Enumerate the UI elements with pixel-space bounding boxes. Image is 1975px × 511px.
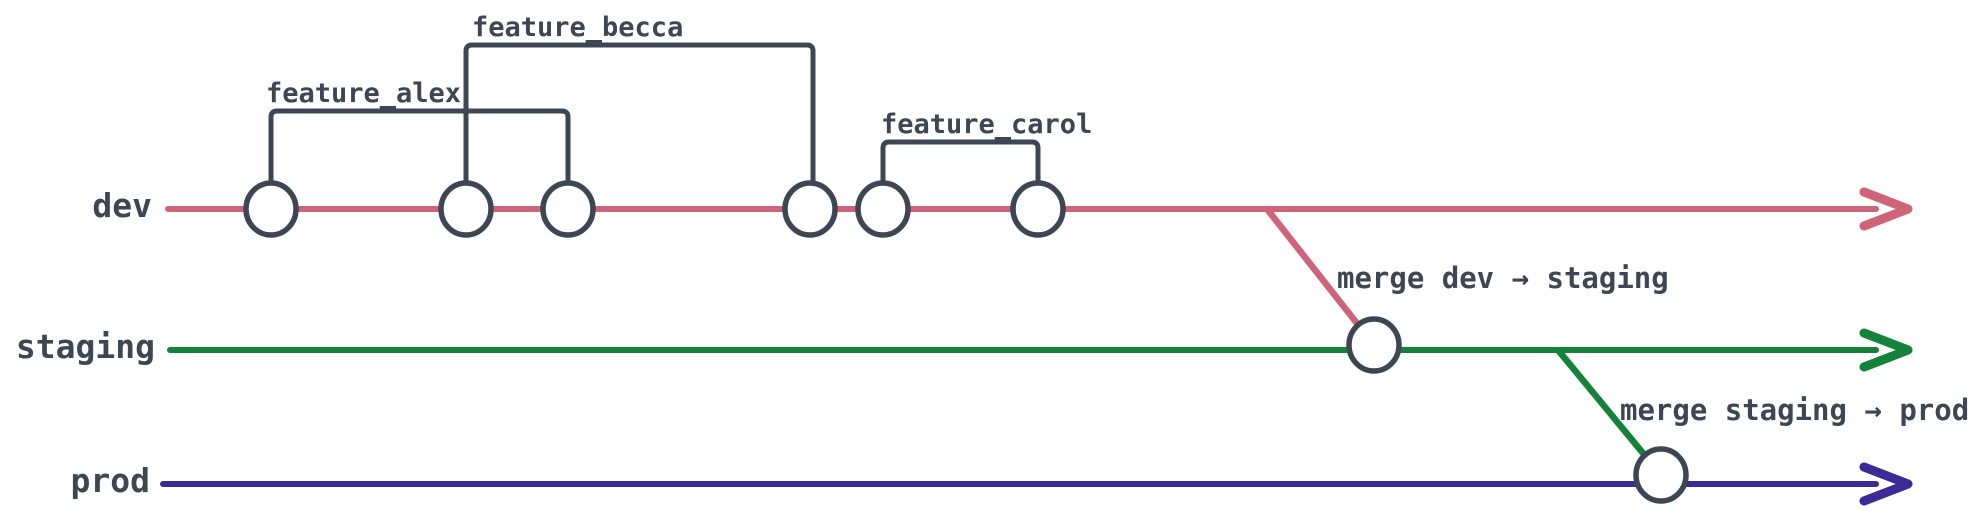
feature-bracket	[268, 108, 571, 189]
feature-label: feature_becca	[472, 12, 683, 43]
commit-node	[782, 180, 838, 238]
commit-node	[243, 180, 299, 238]
commit-node	[438, 180, 494, 238]
arrow-right-icon	[1859, 187, 1913, 231]
branch-label-staging: staging	[16, 327, 155, 366]
merge-commit-node	[1633, 446, 1689, 504]
merge-label: merge dev → staging	[1337, 261, 1669, 295]
commit-node	[855, 180, 911, 238]
commit-node	[1010, 180, 1066, 238]
arrow-right-icon	[1859, 328, 1913, 372]
merge-edge	[1263, 205, 1378, 349]
feature-label: feature_carol	[881, 109, 1092, 140]
branch-label-dev: dev	[92, 186, 152, 225]
branch-prod: prod	[71, 461, 1913, 506]
feature-label: feature_alex	[266, 78, 461, 109]
feature-bracket	[463, 42, 816, 189]
branch-staging: staging	[16, 327, 1913, 372]
branch-label-prod: prod	[71, 461, 150, 500]
merge-label: merge staging → prod	[1620, 393, 1969, 427]
commit-node	[540, 180, 596, 238]
arrow-right-icon	[1859, 462, 1913, 506]
branch-dev: dev	[92, 186, 1913, 231]
feature-bracket	[880, 139, 1041, 189]
merge-commit-node	[1346, 316, 1402, 374]
